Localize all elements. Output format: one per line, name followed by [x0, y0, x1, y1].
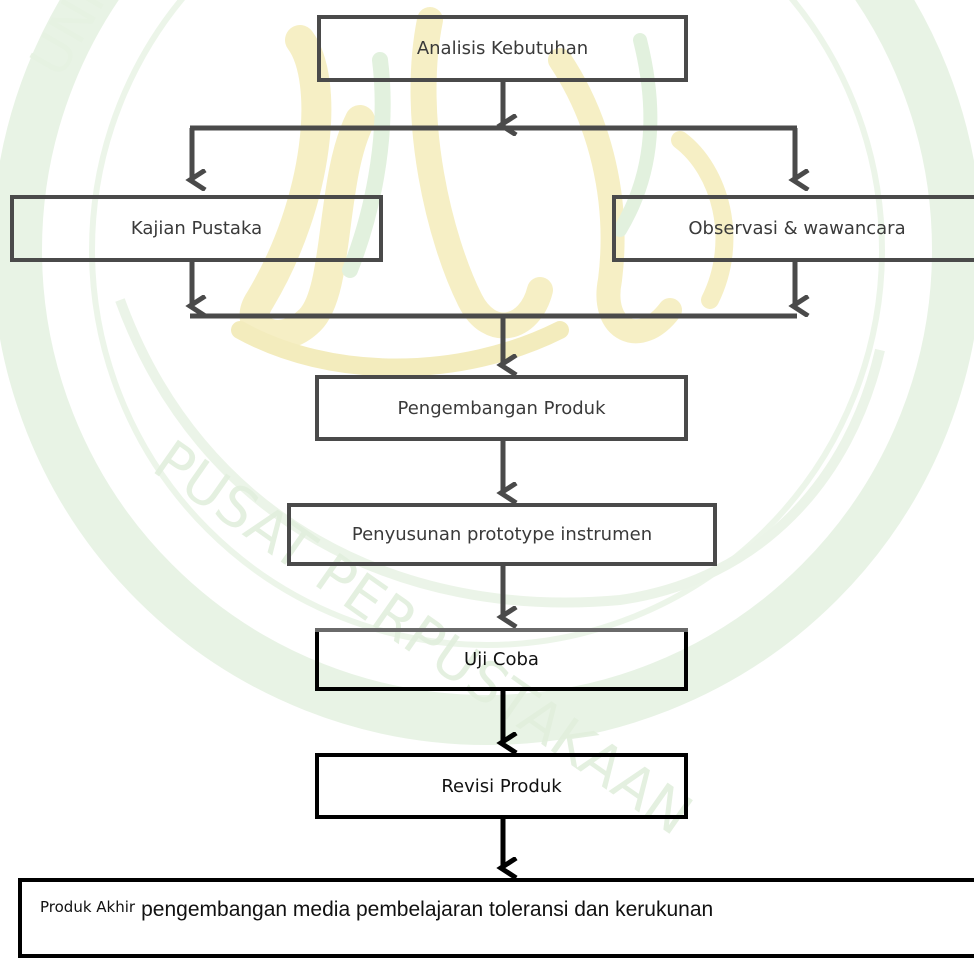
node-label: Revisi Produk [441, 775, 562, 797]
node-analisis-kebutuhan: Analisis Kebutuhan [317, 15, 688, 82]
node-kajian-pustaka: Kajian Pustaka [10, 195, 383, 262]
node-label: Uji Coba [464, 649, 539, 670]
node-produk-akhir: Produk Akhir pengembangan media pembelaj… [18, 878, 974, 958]
watermark-logo: PUSAT PERPUSTAKAAN UNIVERSITAS ISLAM NEG… [0, 0, 974, 848]
node-label: Analisis Kebutuhan [416, 38, 589, 59]
node-pengembangan-produk: Pengembangan Produk [315, 375, 688, 441]
flow-connectors [0, 82, 974, 935]
node-label: Kajian Pustaka [130, 218, 263, 239]
node-observasi-wawancara: Observasi & wawancara [612, 195, 974, 262]
node-label-prefix: Produk Akhir [40, 898, 136, 916]
node-label: Observasi & wawancara [688, 218, 906, 239]
node-penyusunan-prototype: Penyusunan prototype instrumen [287, 503, 717, 566]
node-uji-coba-top-edge [315, 628, 688, 632]
node-label: Pengembangan Produk [397, 397, 606, 419]
node-label: Penyusunan prototype instrumen [351, 524, 653, 545]
node-revisi-produk: Revisi Produk [315, 753, 688, 819]
node-uji-coba: Uji Coba [315, 628, 688, 691]
node-label: pengembangan media pembelajaran tolerans… [141, 898, 714, 921]
